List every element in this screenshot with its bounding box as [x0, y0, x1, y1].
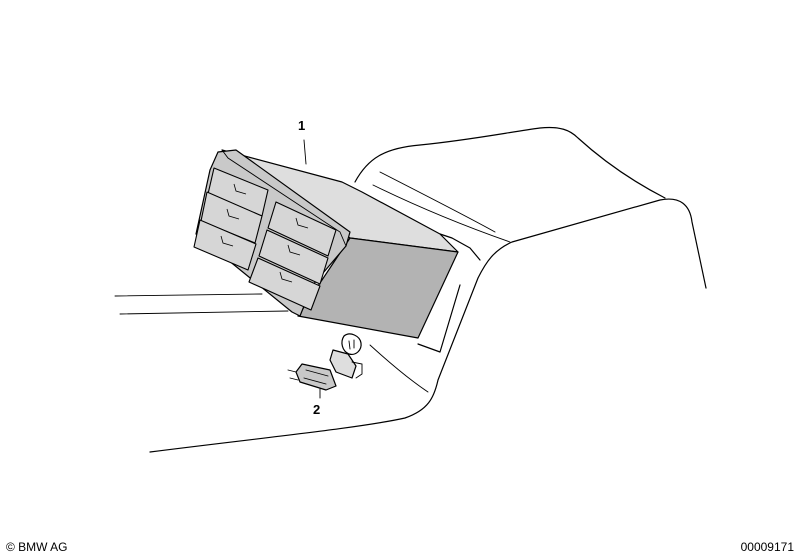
- tray-slot: [193, 219, 257, 271]
- callout-label-part-1: 1: [298, 118, 306, 133]
- copyright-notice: © BMW AG: [6, 540, 68, 554]
- storage-tray: [193, 149, 459, 339]
- leader-lines: [114, 139, 321, 399]
- console-housing: [149, 126, 707, 453]
- tray-slot: [267, 201, 337, 257]
- tray-slot: [258, 229, 329, 285]
- tray-slot: [248, 257, 321, 311]
- document-number: 00009171: [740, 540, 794, 554]
- callout-label-part-2: 2: [313, 402, 321, 417]
- bulb-holder: [287, 333, 363, 391]
